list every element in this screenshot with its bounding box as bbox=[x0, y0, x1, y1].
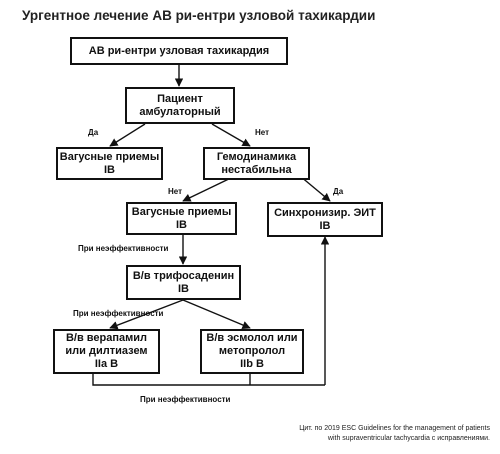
label-no-outpatient: Нет bbox=[255, 128, 270, 137]
node-esmolol-metoprolol: В/в эсмолол или метопролол IIb B bbox=[200, 329, 304, 374]
label-yes-unstable: Да bbox=[333, 187, 344, 196]
label-yes-outpatient: Да bbox=[88, 128, 99, 137]
node-vagal-maneuvers-center: Вагусные приемы IB bbox=[126, 202, 237, 235]
node-avnrt: АВ ри-ентри узловая тахикардия bbox=[70, 37, 288, 65]
diagram-title: Ургентное лечение АВ ри-ентри узловой та… bbox=[22, 8, 376, 23]
node-hemodynamic-instability-decision: Гемодинамика нестабильна bbox=[203, 147, 310, 180]
label-if-ineffective-final: При неэффективности bbox=[140, 395, 231, 404]
node-synchronized-cardioversion: Синхронизир. ЭИТ IB bbox=[267, 202, 383, 237]
citation-line-1: Цит. по 2019 ESC Guidelines for the mana… bbox=[299, 425, 490, 432]
label-if-ineffective-adenosine: При неэффективности bbox=[73, 309, 164, 318]
node-outpatient-decision: Пациент амбулаторный bbox=[125, 87, 235, 124]
node-vagal-maneuvers-left: Вагусные приемы IB bbox=[56, 147, 163, 180]
label-no-unstable: Нет bbox=[168, 187, 183, 196]
label-if-ineffective-vagal: При неэффективности bbox=[78, 244, 169, 253]
citation-line-2: with supraventricular tachycardia с испр… bbox=[327, 435, 490, 442]
node-verapamil-diltiazem: В/в верапамил или дилтиазем IIa B bbox=[53, 329, 160, 374]
node-adenosine-iv: В/в трифосаденин IB bbox=[126, 265, 241, 300]
citation-footer: Цит. по 2019 ESC Guidelines for the mana… bbox=[299, 424, 490, 444]
